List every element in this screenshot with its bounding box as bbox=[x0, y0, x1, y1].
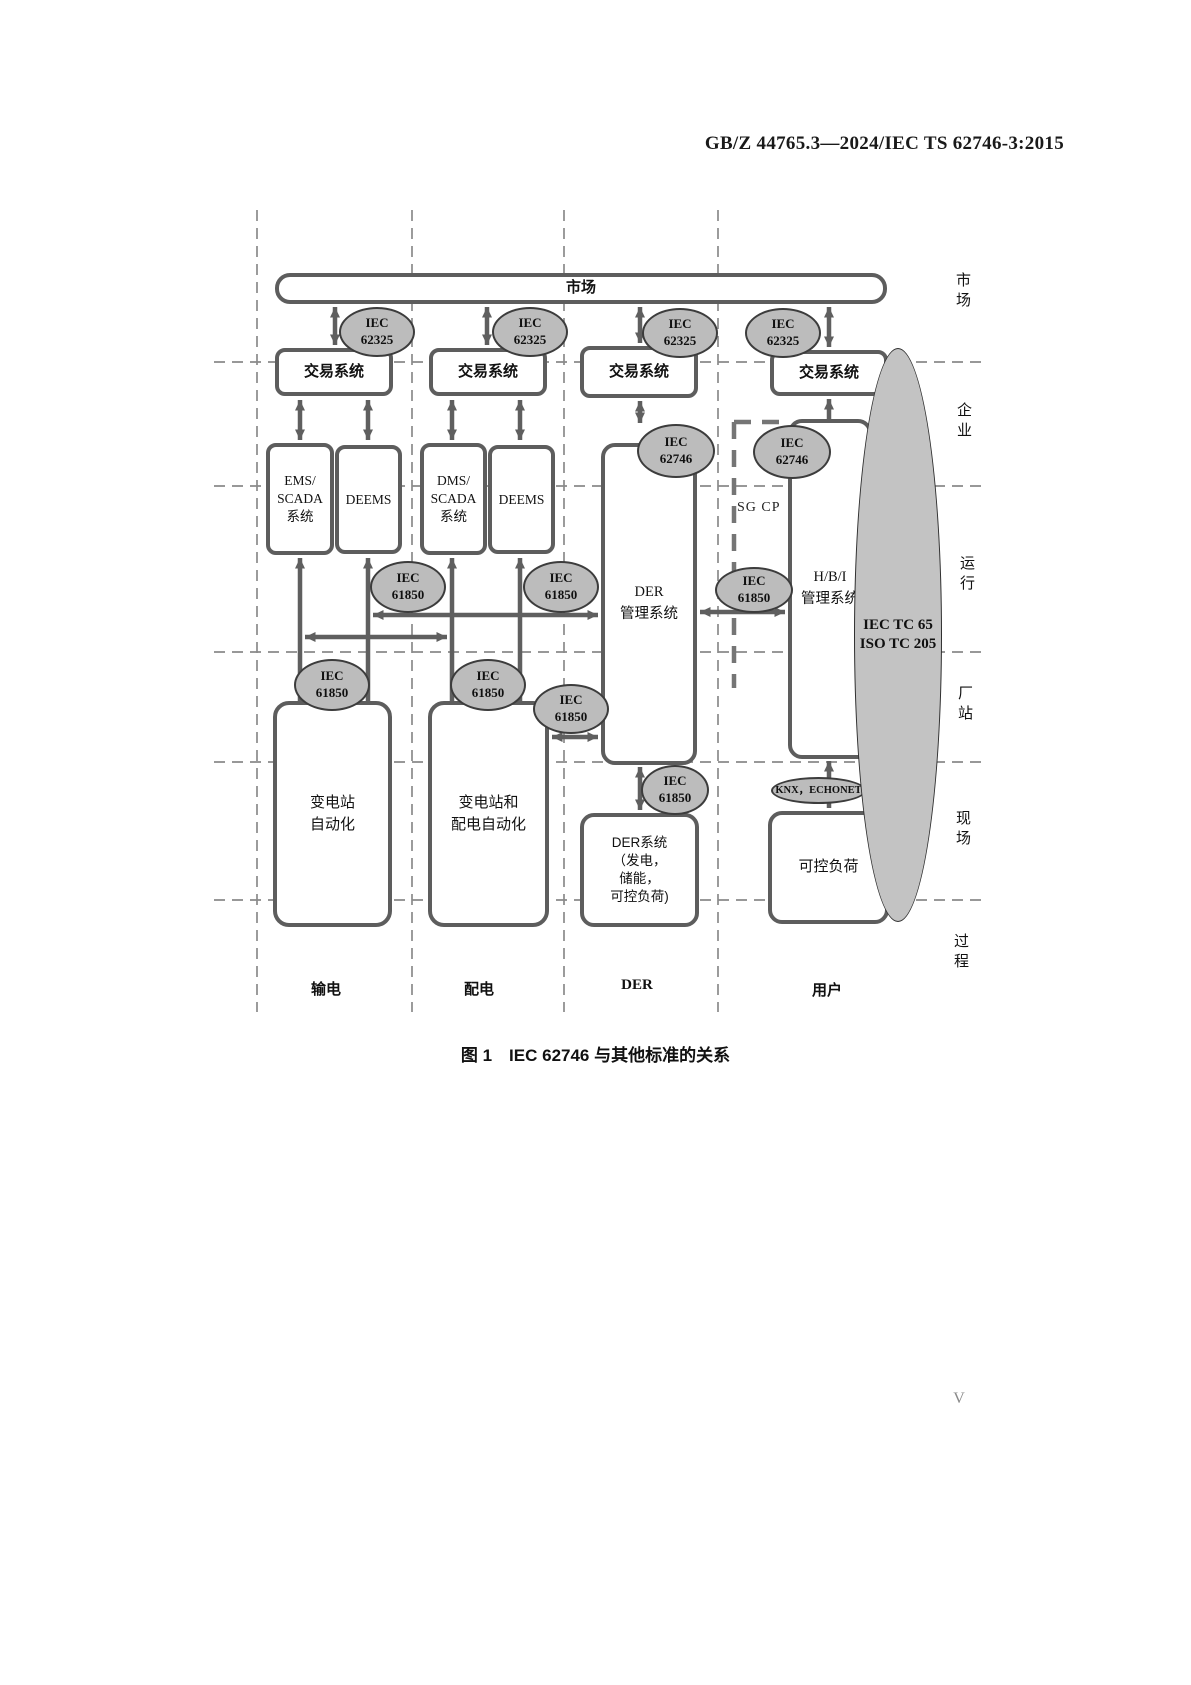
ems-label-line1: EMS/ bbox=[284, 473, 316, 489]
page-number: V bbox=[953, 1390, 965, 1407]
dms-label-line1: DMS/ bbox=[436, 473, 470, 489]
figure-caption: 图 1 IEC 62746 与其他标准的关系 bbox=[460, 1046, 731, 1065]
iec61850-ellipse-upper-2: IEC 61850 bbox=[523, 561, 599, 613]
trading-system-box-customer: 交易系统 bbox=[770, 350, 888, 396]
iec61850-ellipse-lower-1: IEC 61850 bbox=[294, 659, 370, 711]
tc65-label: IEC TC 65 bbox=[863, 616, 933, 633]
dms-label-line3: 系统 bbox=[440, 508, 467, 524]
layer-label-enterprise: 企业 bbox=[955, 402, 972, 442]
layer-label-station: 厂站 bbox=[956, 685, 973, 725]
trading-system-label: 交易系统 bbox=[303, 362, 364, 380]
trading-system-label: 交易系统 bbox=[798, 363, 859, 381]
ems-label-line3: 系统 bbox=[286, 508, 314, 524]
column-label-distribution: 配电 bbox=[463, 981, 494, 998]
dms-scada-box: DMS/ SCADA 系统 bbox=[420, 443, 487, 555]
layer-label-operation: 运行 bbox=[958, 555, 975, 595]
der-management-box: DER 管理系统 bbox=[601, 443, 697, 765]
der-system-label-line3: 储能， bbox=[619, 871, 660, 886]
iec62746-ellipse-customer: IEC 62746 bbox=[753, 425, 831, 479]
iec62325-ellipse-3: IEC 62325 bbox=[642, 308, 718, 358]
sgcp-dashed-border bbox=[731, 419, 788, 688]
iec62325-ellipse-4: IEC 62325 bbox=[745, 308, 821, 358]
der-system-label-line4: 可控负荷) bbox=[610, 888, 669, 904]
dms-label-line2: SCADA bbox=[430, 491, 477, 507]
layer-label-process: 过程 bbox=[952, 933, 969, 973]
iec61850-ellipse-upper-1: IEC 61850 bbox=[370, 561, 446, 613]
column-label-der: DER bbox=[621, 977, 653, 993]
tc205-label: ISO TC 205 bbox=[859, 636, 937, 652]
subdist-label-line1: 变电站和 bbox=[458, 793, 519, 811]
trading-system-label: 交易系统 bbox=[457, 362, 518, 380]
sgcp-label: SG CP bbox=[737, 500, 781, 515]
trading-system-label: 交易系统 bbox=[608, 362, 669, 380]
deems-label: DEEMS bbox=[345, 491, 392, 507]
deems-box-distribution: DEEMS bbox=[488, 445, 555, 554]
der-system-label-line1: DER系统 bbox=[611, 835, 668, 851]
document-code: GB/Z 44765.3—2024/IEC TS 62746-3:2015 bbox=[704, 133, 1064, 154]
column-label-transmission: 输电 bbox=[310, 981, 341, 998]
knx-echonet-ellipse: KNX，ECHONET bbox=[771, 777, 866, 804]
layer-label-market: 市场 bbox=[954, 272, 971, 312]
substation-label-line2: 自动化 bbox=[309, 816, 355, 833]
hbi-label-line2: 管理系统 bbox=[801, 591, 859, 607]
subdist-label-line2: 配电自动化 bbox=[450, 816, 526, 833]
iec61850-ellipse-sgcp: IEC 61850 bbox=[715, 567, 793, 613]
controllable-load-label: 可控负荷 bbox=[798, 858, 859, 876]
market-bar-label: 市场 bbox=[565, 279, 596, 297]
der-management-label-line1: DER bbox=[634, 584, 664, 601]
iec62746-ellipse-der: IEC 62746 bbox=[637, 424, 715, 478]
substation-label-line1: 变电站 bbox=[309, 793, 355, 811]
iec61850-ellipse-lower-2: IEC 61850 bbox=[450, 659, 526, 711]
ems-scada-box: EMS/ SCADA 系统 bbox=[266, 443, 334, 555]
iec62325-ellipse-2: IEC 62325 bbox=[492, 307, 568, 357]
der-system-label-line2: （发电， bbox=[612, 853, 667, 869]
deems-box-transmission: DEEMS bbox=[335, 445, 402, 554]
layer-label-field: 现场 bbox=[954, 810, 971, 850]
substation-automation-box: 变电站 自动化 bbox=[273, 701, 392, 927]
hbi-label-line1: H/B/I bbox=[813, 569, 847, 586]
iec-tc65-iso-tc205-ellipse: IEC TC 65 ISO TC 205 bbox=[854, 348, 942, 922]
deems-label: DEEMS bbox=[498, 491, 545, 507]
substation-distribution-automation-box: 变电站和 配电自动化 bbox=[428, 701, 549, 927]
market-bar: 市场 bbox=[275, 273, 887, 304]
iec62325-ellipse-1: IEC 62325 bbox=[339, 307, 415, 357]
column-label-customer: 用户 bbox=[811, 982, 842, 999]
ems-label-line2: SCADA bbox=[277, 491, 323, 507]
iec61850-ellipse-lower-3: IEC 61850 bbox=[533, 684, 609, 734]
iec61850-ellipse-der-system: IEC 61850 bbox=[641, 765, 709, 815]
der-management-label-line2: 管理系统 bbox=[620, 606, 678, 622]
der-system-box: DER系统 （发电， 储能， 可控负荷) bbox=[580, 813, 699, 927]
